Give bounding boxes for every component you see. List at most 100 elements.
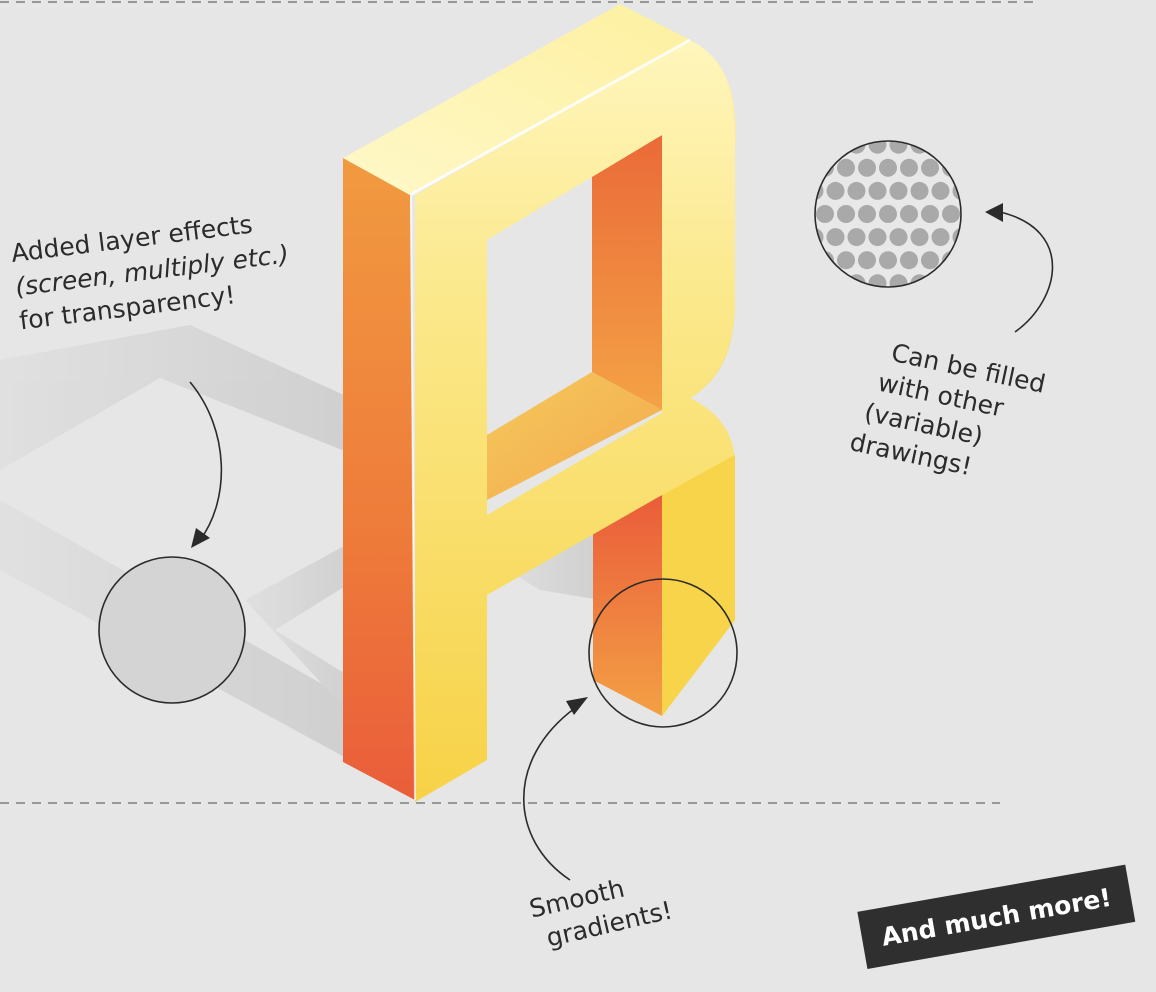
pattern-dot — [837, 297, 855, 315]
pattern-dot — [816, 297, 834, 315]
pattern-dot — [963, 113, 981, 131]
and-much-more-badge: And much more! — [857, 864, 1136, 969]
pattern-dot — [774, 159, 792, 177]
pattern-dot — [931, 181, 950, 200]
letter-front-face — [415, 40, 735, 802]
pattern-dot — [837, 158, 855, 177]
pattern-dot — [911, 321, 929, 339]
pattern-dot — [837, 251, 855, 270]
pattern-dot — [921, 251, 939, 270]
letter-highlight-edge — [409, 38, 691, 197]
pattern-dot — [984, 297, 1002, 315]
pattern-dot — [890, 90, 908, 108]
pattern-dot — [858, 205, 876, 223]
pattern-dot — [952, 274, 961, 287]
arrow-gradients — [522, 697, 588, 881]
pattern-dot — [995, 228, 1013, 246]
pattern-dot — [953, 90, 971, 108]
pattern-dot — [847, 228, 866, 247]
pattern-dot — [806, 321, 824, 339]
pattern-dot — [785, 182, 803, 200]
pattern-dot — [974, 228, 992, 246]
pattern-dot — [785, 274, 803, 292]
pattern-dot — [900, 113, 918, 131]
shadow-detail-circle — [98, 556, 246, 704]
pattern-dot — [879, 158, 897, 177]
pattern-dot — [984, 113, 1002, 131]
pattern-dot — [942, 113, 960, 131]
pattern-dot — [995, 274, 1013, 292]
pattern-dot — [974, 321, 992, 339]
pattern-dot — [826, 228, 845, 247]
pattern-dot — [963, 205, 981, 223]
pattern-dot — [995, 321, 1013, 339]
hole-inner-bottom — [487, 372, 662, 500]
pattern-dot — [890, 321, 908, 339]
pattern-dot — [847, 181, 866, 200]
pattern-dot — [795, 205, 813, 223]
pattern-dot — [827, 321, 845, 339]
pattern-dot — [795, 159, 813, 177]
leg-right-side — [593, 495, 662, 716]
pattern-dot — [869, 90, 887, 108]
pattern-dot — [879, 251, 897, 270]
pattern-dot — [900, 297, 918, 315]
arrow-layer-effects — [189, 381, 223, 548]
pattern-dot — [974, 136, 992, 154]
pattern-dot — [837, 113, 855, 131]
pattern-dot — [931, 141, 950, 154]
pattern-dot — [785, 136, 803, 154]
pattern-dot — [879, 113, 897, 131]
pattern-dot — [921, 205, 939, 223]
pattern-dot — [889, 141, 908, 154]
pattern-dot — [858, 251, 876, 270]
pattern-dot — [774, 251, 792, 269]
arrow-filled — [985, 203, 1054, 333]
pattern-dot — [774, 297, 792, 315]
pattern-dot — [858, 113, 876, 131]
pattern-dot — [785, 321, 803, 339]
pattern-dot — [806, 90, 824, 108]
pattern-dot — [921, 158, 939, 177]
pattern-dot — [910, 228, 929, 247]
pattern-dot — [826, 274, 845, 287]
pattern-dot — [785, 90, 803, 108]
pattern-dot — [879, 205, 897, 223]
pattern-dot — [774, 113, 792, 131]
pattern-dot — [910, 181, 929, 200]
pattern-dot — [995, 182, 1013, 200]
dot-pattern-circle — [774, 90, 1013, 339]
pattern-dot — [795, 297, 813, 315]
pattern-dot — [848, 90, 866, 108]
pattern-dot — [889, 228, 908, 247]
pattern-dot — [984, 159, 1002, 177]
pattern-dot — [963, 251, 981, 269]
pattern-dot — [931, 228, 950, 247]
pattern-dot — [974, 90, 992, 108]
pattern-dot — [900, 205, 918, 223]
pattern-dot — [858, 297, 876, 315]
pattern-dot — [889, 181, 908, 200]
pattern-dot — [963, 159, 981, 177]
pattern-dot — [795, 251, 813, 269]
pattern-dot — [932, 90, 950, 108]
pattern-dot — [848, 321, 866, 339]
pattern-dot — [932, 321, 950, 339]
pattern-dot — [953, 321, 971, 339]
pattern-dot — [826, 181, 845, 200]
pattern-dot — [837, 205, 855, 223]
pattern-dot — [879, 297, 897, 315]
pattern-dot — [995, 136, 1013, 154]
pattern-dot — [868, 274, 887, 287]
pattern-dot — [869, 321, 887, 339]
pattern-dot — [816, 113, 834, 131]
pattern-dot — [942, 205, 960, 223]
pattern-dot — [774, 205, 792, 223]
pattern-dot — [826, 141, 845, 154]
pattern-dot — [942, 297, 960, 315]
pattern-dot — [984, 251, 1002, 269]
pattern-dot — [815, 141, 824, 154]
pattern-dot — [974, 182, 992, 200]
pattern-dot — [816, 205, 834, 223]
